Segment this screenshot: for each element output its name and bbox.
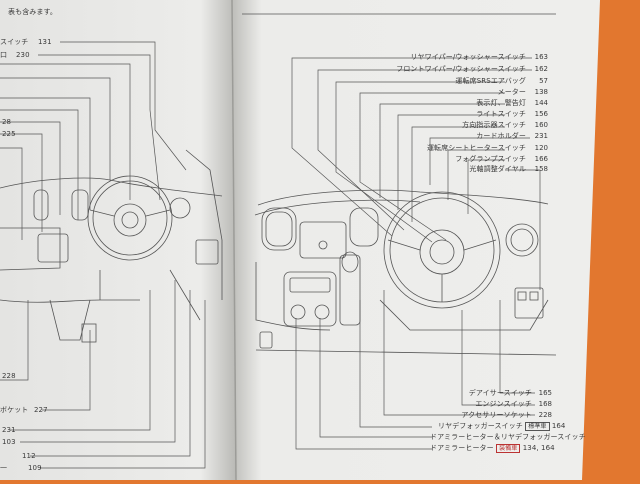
right-label-mirror-heater: ドアミラーヒーター 装備車 134, 164 (430, 444, 555, 453)
right-page (232, 0, 600, 480)
left-label-4: 225 (2, 130, 16, 138)
right-num-accessory-socket: 228 (538, 411, 552, 419)
rear-defogger-text: リヤデフォッガースイッチ (438, 422, 523, 430)
left-num-10: 109 (28, 464, 42, 472)
left-label-6: ボケット (0, 406, 29, 414)
right-leader-lines (291, 57, 541, 450)
right-label-engine-switch: エンジンスイッチ (475, 400, 532, 408)
left-label-10: 一 (0, 464, 8, 472)
right-num-meter: 138 (534, 88, 548, 96)
right-num-seat-heater: 120 (534, 144, 548, 152)
left-label-3: 28 (2, 118, 12, 126)
left-num-9: 112 (22, 452, 36, 460)
right-label-fog-lamp: フォグランプスイッチ (455, 155, 526, 163)
standard-tag: 標準車 (525, 422, 550, 431)
right-num-turn-signal: 160 (534, 121, 548, 129)
right-num-airbag: 57 (539, 77, 548, 85)
mirror-heater-num: 134, 164 (522, 444, 555, 452)
right-label-mirror-defogger: ドアミラーヒーター＆リヤデフォッガースイッチ (430, 433, 586, 441)
right-label-meter: メーター (497, 88, 526, 96)
left-num-2: 230 (16, 51, 30, 59)
left-label-5: 228 (2, 372, 16, 380)
right-num-indicator: 144 (534, 99, 548, 107)
right-label-light-switch: ライトスイッチ (476, 110, 526, 118)
mirror-heater-text: ドアミラーヒーター (430, 444, 494, 452)
right-dashboard-drawing (254, 189, 557, 356)
right-label-rear-defogger: リヤデフォッガースイッチ 標準車 164 (438, 422, 566, 431)
right-label-rear-wiper: リヤワイパー/ウォッシャースイッチ (410, 53, 526, 61)
right-num-rear-wiper: 163 (534, 53, 548, 61)
left-label-2: 口 (0, 51, 8, 59)
right-num-deicer: 165 (538, 389, 552, 397)
rear-defogger-num: 164 (551, 422, 566, 430)
left-num-8: 103 (2, 438, 16, 446)
right-label-accessory-socket: アクセサリーソケット (461, 411, 532, 419)
right-num-card-holder: 231 (534, 132, 548, 140)
equipped-tag: 装備車 (496, 444, 521, 453)
right-label-indicator: 表示灯、警告灯 (476, 99, 526, 107)
left-num-6: 227 (34, 406, 48, 414)
right-num-fog-lamp: 166 (534, 155, 548, 163)
right-label-seat-heater: 運転席シートヒータースイッチ (426, 144, 526, 152)
right-num-light-switch: 156 (534, 110, 548, 118)
left-num-1: 131 (38, 38, 52, 46)
left-header-text: 表も含みます。 (8, 8, 57, 16)
right-label-airbag: 運転席SRSエアバッグ (455, 77, 526, 85)
right-label-front-wiper: フロントワイパー/ウォッシャースイッチ (396, 65, 526, 73)
right-label-card-holder: カードホルダー (476, 132, 526, 140)
right-label-beam-dial: 光軸調整ダイヤル (469, 165, 526, 173)
right-num-front-wiper: 162 (534, 65, 548, 73)
left-leader-lines (0, 41, 206, 469)
left-num-7: 231 (2, 426, 16, 434)
right-num-beam-dial: 158 (534, 165, 548, 173)
left-page (0, 0, 236, 480)
right-label-turn-signal: 方向指示器スイッチ (462, 121, 526, 129)
right-label-deicer: デアイサースイッチ (468, 389, 532, 397)
right-num-engine-switch: 168 (538, 400, 552, 408)
left-label-1: スイッチ (0, 38, 29, 46)
